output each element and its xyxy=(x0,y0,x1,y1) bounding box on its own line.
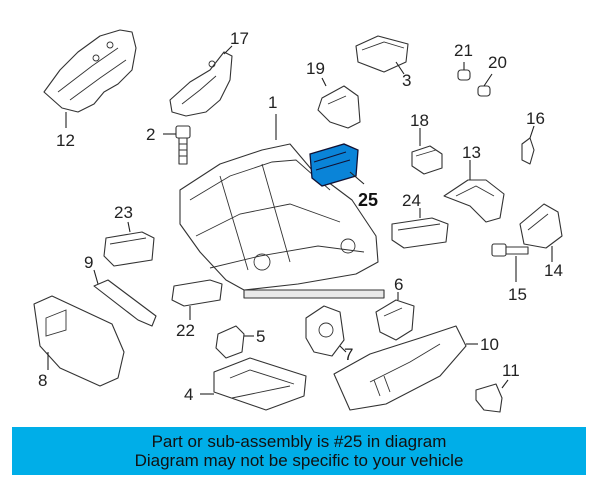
callout-19: 19 xyxy=(306,59,325,78)
part-3-control-module xyxy=(355,35,409,75)
part-12-backrest-cover xyxy=(43,29,137,128)
callout-8: 8 xyxy=(38,371,47,390)
part-19-bracket xyxy=(317,77,361,129)
part-10-side-trim xyxy=(333,325,478,411)
part-16-clip xyxy=(521,125,535,165)
part-8-side-cover xyxy=(33,295,125,387)
part-6-trim xyxy=(375,292,415,341)
callout-13: 13 xyxy=(462,143,481,162)
callout-1: 1 xyxy=(268,93,277,112)
callout-21: 21 xyxy=(454,41,473,60)
callout-9: 9 xyxy=(84,253,93,272)
part-17-bracket xyxy=(169,45,233,117)
callout-11: 11 xyxy=(502,361,520,380)
callout-22: 22 xyxy=(176,321,195,340)
callout-7: 7 xyxy=(344,345,353,364)
part-25-highlighted xyxy=(309,143,365,187)
callout-17: 17 xyxy=(230,29,249,48)
part-20-clip xyxy=(477,73,493,97)
part-22-cover xyxy=(171,279,223,320)
callout-16: 16 xyxy=(526,109,545,128)
part-7-adjuster xyxy=(305,305,347,357)
part-15-bolt xyxy=(491,243,529,282)
callout-24: 24 xyxy=(402,191,421,210)
part-11-handle xyxy=(475,379,509,413)
callout-12: 12 xyxy=(56,131,75,150)
callout-4: 4 xyxy=(184,385,193,404)
part-info-banner: Part or sub-assembly is #25 in diagram D… xyxy=(12,427,586,475)
part-9-rail xyxy=(93,269,157,327)
part-2-bolt xyxy=(163,125,191,165)
callout-18: 18 xyxy=(410,111,429,130)
part-23-cover xyxy=(103,221,155,267)
part-5-switch xyxy=(215,325,254,359)
part-4-control-unit xyxy=(200,357,307,411)
part-13-bracket xyxy=(443,160,505,223)
banner-line-2: Diagram may not be specific to your vehi… xyxy=(134,451,464,470)
parts-diagram: 1 2 3 4 5 6 7 8 9 10 11 12 13 14 15 16 1… xyxy=(33,29,563,413)
callout-14: 14 xyxy=(544,261,563,280)
callout-6: 6 xyxy=(394,275,403,294)
part-1-seat-frame xyxy=(179,114,385,299)
callout-25: 25 xyxy=(358,190,378,210)
part-24-cover xyxy=(391,208,449,249)
callout-5: 5 xyxy=(256,327,265,346)
callout-20: 20 xyxy=(488,53,507,72)
banner-line-1: Part or sub-assembly is #25 in diagram xyxy=(151,432,447,451)
callout-2: 2 xyxy=(146,125,155,144)
callout-10: 10 xyxy=(480,335,499,354)
part-14-side-cover xyxy=(519,203,563,262)
callout-3: 3 xyxy=(402,71,411,90)
part-21-clip xyxy=(457,62,471,81)
callout-15: 15 xyxy=(508,285,527,304)
part-18-knob xyxy=(411,128,443,175)
callout-23: 23 xyxy=(114,203,133,222)
